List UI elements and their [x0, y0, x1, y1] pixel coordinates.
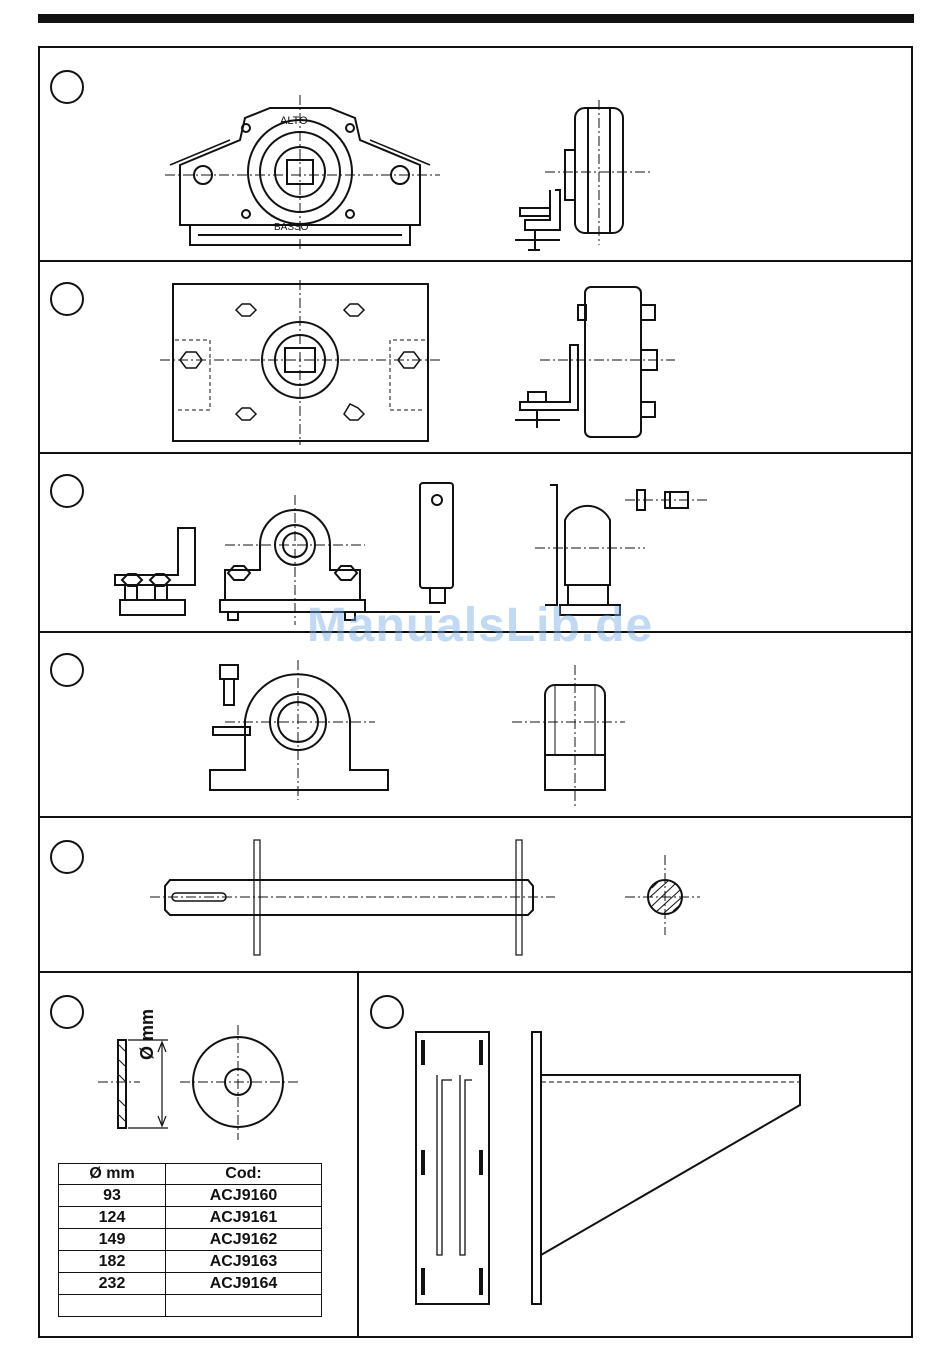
table-row: 93 ACJ9160	[59, 1185, 322, 1207]
diameter-cell: 182	[59, 1251, 166, 1273]
table-row: 232 ACJ9164	[59, 1273, 322, 1295]
section2-side-view	[515, 287, 675, 437]
section1-front-view: ALTO BASSO	[165, 95, 440, 250]
table-row: 124 ACJ9161	[59, 1207, 322, 1229]
code-cell	[166, 1295, 322, 1317]
watermark: ManualsLib.de	[290, 598, 670, 653]
column-header-diameter: Ø mm	[59, 1164, 166, 1185]
diameter-cell: 232	[59, 1273, 166, 1295]
code-cell: ACJ9162	[166, 1229, 322, 1251]
table-row: 182 ACJ9163	[59, 1251, 322, 1273]
table-header-row: Ø mm Cod:	[59, 1164, 322, 1185]
alto-text: ALTO	[280, 115, 308, 127]
code-cell: ACJ9163	[166, 1251, 322, 1273]
diameter-label: Ø mm	[137, 1009, 158, 1060]
code-cell: ACJ9161	[166, 1207, 322, 1229]
diameter-cell: 124	[59, 1207, 166, 1229]
section5-shaft	[150, 840, 700, 955]
diameter-cell: 149	[59, 1229, 166, 1251]
code-cell: ACJ9164	[166, 1273, 322, 1295]
diameter-cell	[59, 1295, 166, 1317]
section7-bracket	[416, 1032, 800, 1304]
section4-views	[210, 660, 625, 808]
diameter-cell: 93	[59, 1185, 166, 1207]
section6-disk	[98, 1025, 300, 1140]
code-cell: ACJ9160	[166, 1185, 322, 1207]
table-row: 149 ACJ9162	[59, 1229, 322, 1251]
section1-side-view	[515, 100, 650, 250]
section2-front-view	[160, 280, 440, 445]
column-header-code: Cod:	[166, 1164, 322, 1185]
table-row	[59, 1295, 322, 1317]
codes-table: Ø mm Cod: 93 ACJ9160 124 ACJ9161 149 ACJ…	[58, 1163, 322, 1317]
basso-text: BASSO	[274, 222, 309, 233]
